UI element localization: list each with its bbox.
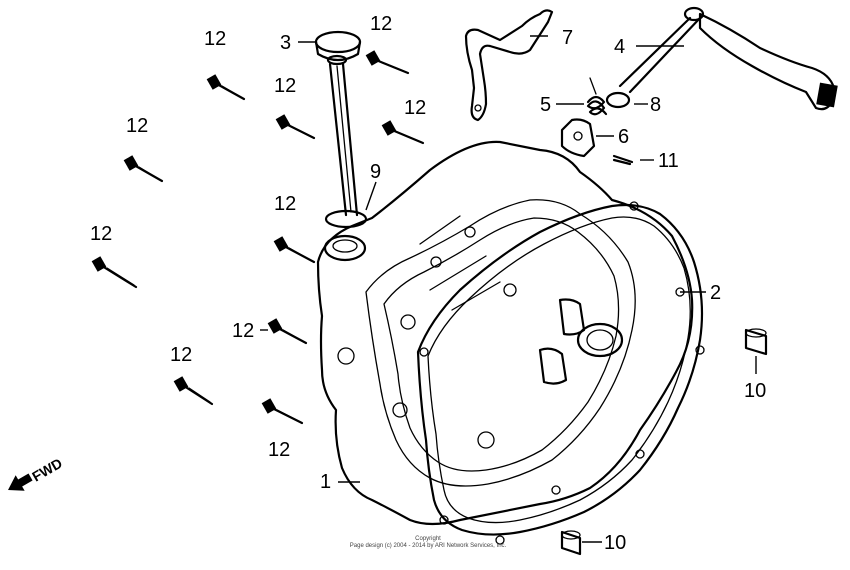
kickstarter-arm: [618, 6, 838, 111]
callout-8: 8: [650, 94, 661, 116]
oil-dipstick: [314, 30, 362, 217]
callout-12-e: 12: [126, 115, 148, 137]
guide-plate: [464, 9, 554, 122]
callout-6: 6: [618, 126, 629, 148]
bolt-12-c: [365, 50, 410, 75]
leader-lines: [260, 35, 757, 543]
callout-12-a: 12: [204, 28, 226, 50]
cover-gasket: [416, 201, 705, 545]
bolt-12-a: [206, 74, 246, 101]
callout-1: 1: [320, 471, 331, 493]
bolt-12-b: [275, 114, 316, 140]
kick-shaft-o-ring: [605, 91, 631, 109]
callout-2: 2: [710, 282, 721, 304]
bolt-12-g: [91, 256, 138, 289]
fwd-label: FWD: [29, 455, 65, 485]
callout-12-f: 12: [274, 193, 296, 215]
bolt-12-d: [381, 120, 425, 145]
callout-12-g: 12: [90, 223, 112, 245]
copyright-line-1: Copyright: [415, 536, 441, 542]
callout-9: 9: [370, 161, 381, 183]
dipstick-o-ring: [324, 209, 368, 229]
bolt-12-h: [267, 318, 308, 345]
dowel-pin-lower: [560, 530, 582, 556]
callout-12-c: 12: [370, 13, 392, 35]
dowel-pin-upper: [744, 328, 768, 356]
callout-12-i: 12: [170, 344, 192, 366]
spring-holder-plate: [560, 118, 596, 158]
callout-7: 7: [562, 27, 573, 49]
copyright-line-2: Page design (c) 2004 - 2014 by ARI Netwo…: [349, 543, 507, 549]
callout-12-b: 12: [274, 75, 296, 97]
callout-12-j: 12: [268, 439, 290, 461]
callout-3: 3: [280, 32, 291, 54]
callout-12-h: 12: [232, 320, 254, 342]
callout-4: 4: [614, 36, 625, 58]
cotter-pin: [612, 154, 634, 166]
bolt-12-j: [261, 398, 304, 425]
copyright-notice: Copyright Page design (c) 2004 - 2014 by…: [338, 536, 518, 550]
bolt-12-e: [123, 155, 164, 183]
return-spring: [586, 77, 608, 116]
right-crankcase-cover: [316, 140, 694, 526]
callout-10-lower: 10: [604, 532, 626, 554]
bolt-12-f: [273, 236, 316, 264]
fwd-arrow: FWD: [8, 455, 65, 491]
callout-12-d: 12: [404, 97, 426, 119]
callout-labels: 1 2 3 4 5 6 7 8 9 10 10 11 12 12 12 12 1…: [90, 13, 766, 554]
callout-5: 5: [540, 94, 551, 116]
bolt-12-i: [173, 376, 214, 406]
callout-11: 11: [658, 150, 679, 172]
callout-10-upper: 10: [744, 380, 766, 402]
